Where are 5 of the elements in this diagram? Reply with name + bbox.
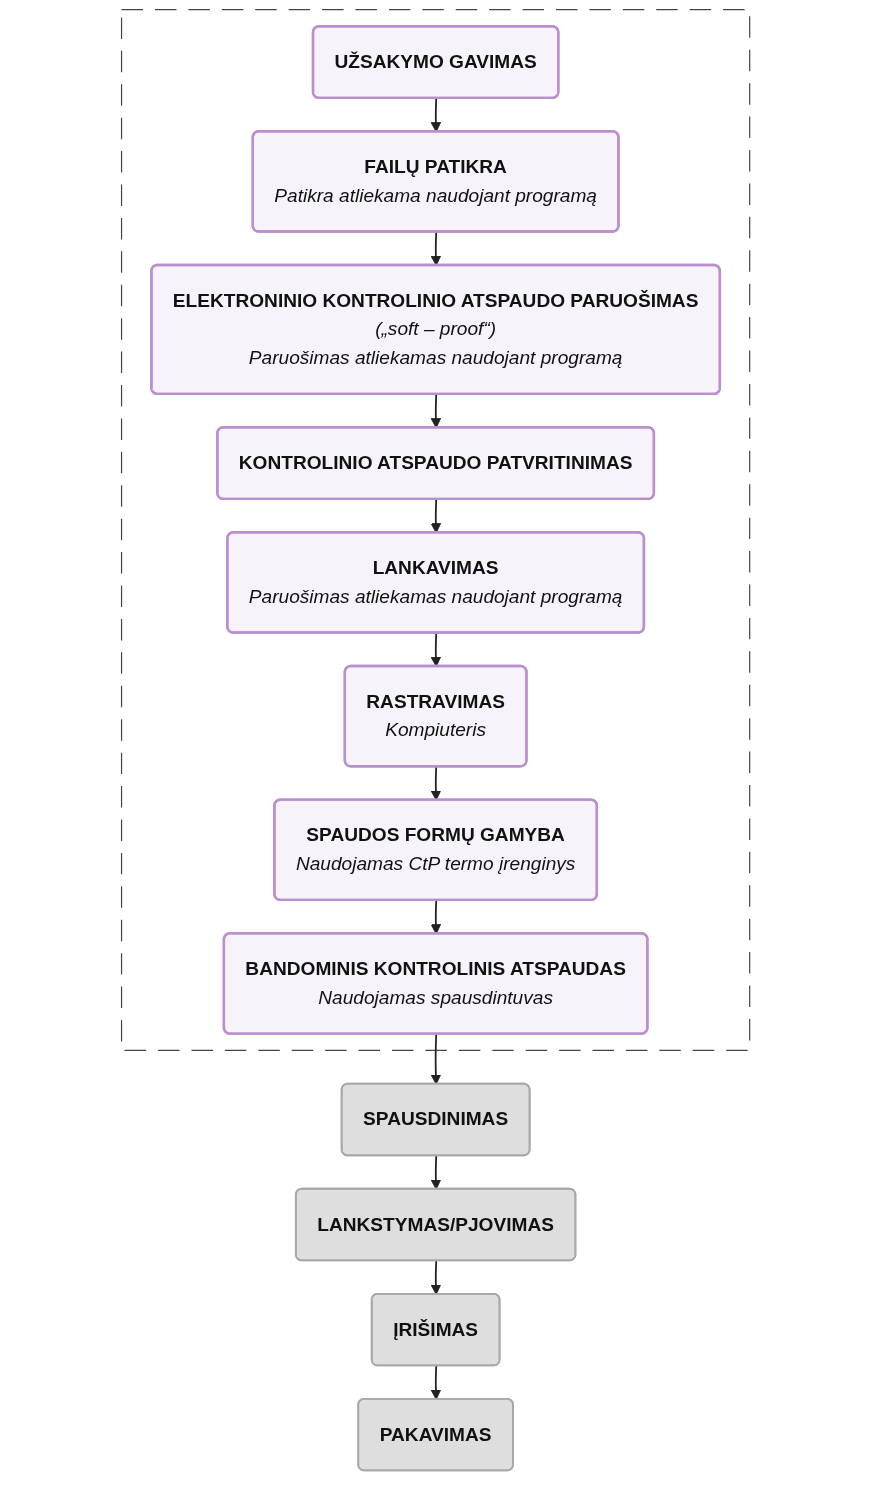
arrow <box>430 1260 441 1295</box>
cluster <box>120 8 751 1051</box>
arrow <box>430 1155 441 1190</box>
arrow <box>430 1365 441 1400</box>
arrow <box>430 1033 441 1085</box>
